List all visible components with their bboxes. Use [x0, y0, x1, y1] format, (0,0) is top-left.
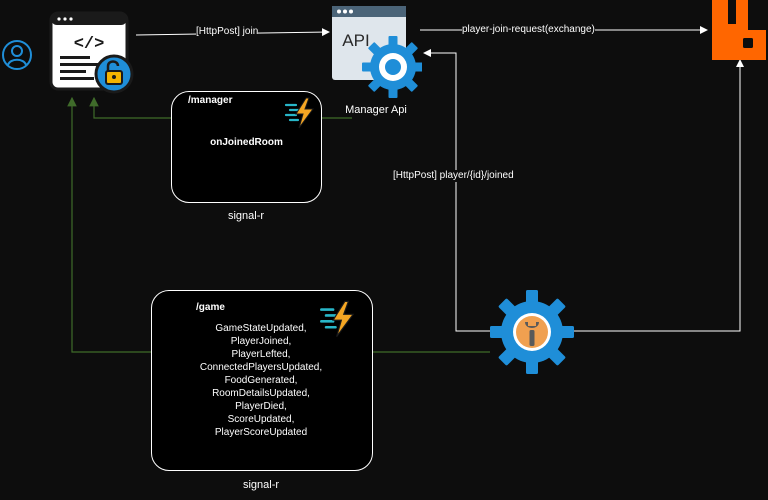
event-item: PlayerDied,: [235, 401, 287, 412]
edge-label-join: [HttpPost] join: [196, 26, 259, 38]
manager-hub-route: /manager: [188, 95, 233, 106]
user-icon: [2, 40, 32, 70]
game-hub-caption: signal-r: [242, 479, 280, 491]
edge-game-client: [67, 96, 152, 353]
event-item: FoodGenerated,: [224, 375, 298, 386]
lightning-icon: [320, 300, 355, 337]
edge-label-exchange: player-join-request(exchange): [462, 24, 595, 36]
edge-joined: [423, 49, 490, 332]
manager-hub-caption: signal-r: [227, 210, 265, 222]
manager-hub-box: /manager onJoinedRoom: [171, 91, 322, 203]
event-item: ConnectedPlayersUpdated,: [199, 362, 323, 373]
svg-text:</>: </>: [74, 35, 105, 54]
event-item: onJoinedRoom: [210, 137, 283, 148]
lightning-icon: [284, 97, 314, 129]
manager-hub-events: onJoinedRoom: [172, 136, 321, 149]
event-item: RoomDetailsUpdated,: [212, 388, 310, 399]
event-item: PlayerLefted,: [231, 349, 291, 360]
game-hub-route: /game: [196, 302, 225, 313]
event-item: PlayerScoreUpdated: [214, 427, 308, 438]
rabbitmq-icon: [712, 0, 766, 60]
code-window-lock-icon: </>: [49, 11, 134, 94]
wrench-gear-icon: [490, 290, 574, 374]
event-item: PlayerJoined,: [230, 336, 292, 347]
api-caption: Manager Api: [345, 104, 407, 116]
edge-manager-client: [89, 96, 172, 119]
event-item: GameStateUpdated,: [215, 323, 307, 334]
game-hub-box: /game GameStateUpdated, PlayerJoined, Pl…: [151, 290, 373, 471]
game-hub-events: GameStateUpdated, PlayerJoined, PlayerLe…: [152, 322, 370, 439]
api-gear-icon: API: [332, 6, 422, 98]
svg-text:API: API: [342, 31, 369, 50]
event-item: ScoreUpdated,: [227, 414, 295, 425]
edge-worker-queue: [574, 59, 744, 332]
edge-label-joined: [HttpPost] player/{id}/joined: [393, 170, 514, 182]
